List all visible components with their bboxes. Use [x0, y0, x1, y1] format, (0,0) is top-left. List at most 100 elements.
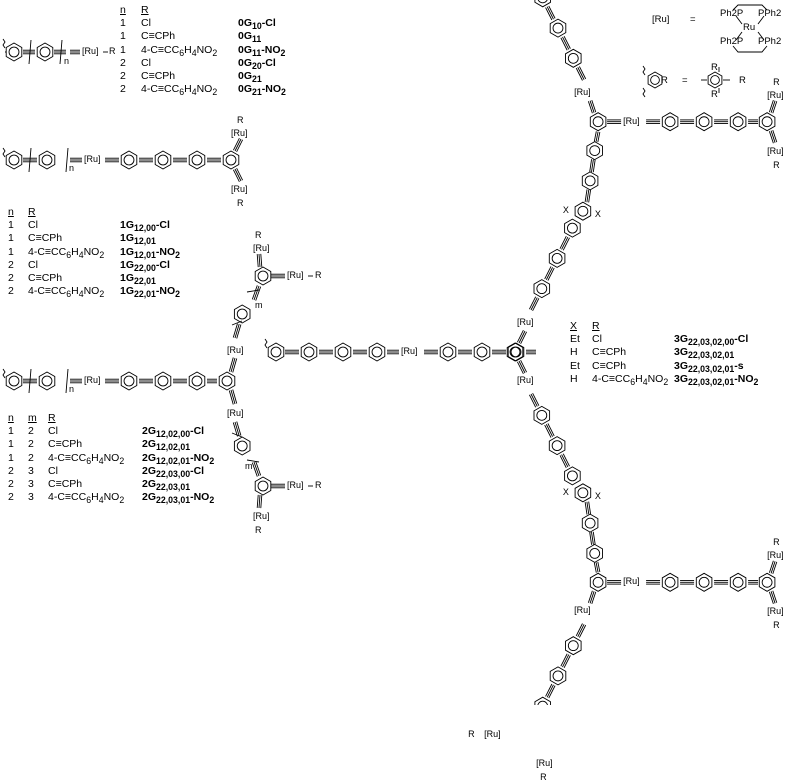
header-r: R: [141, 4, 149, 16]
alkyne-bond: [516, 361, 524, 375]
aromatic-circle: [584, 175, 596, 187]
compound-label: 0G11-NO2: [238, 43, 286, 58]
aromatic-circle: [236, 440, 248, 452]
aromatic-circle: [221, 375, 233, 387]
alkyne-bond: [591, 531, 594, 545]
alkyne-bond: [586, 501, 590, 515]
aromatic-circle: [664, 576, 676, 588]
aromatic-circle: [551, 252, 563, 264]
alkyne-bond: [592, 531, 596, 545]
alkyne-bond: [228, 390, 234, 405]
alkyne-bond: [234, 323, 240, 339]
alkyne-bond: [562, 453, 570, 467]
alkyne-bond: [530, 393, 538, 407]
compound-label: 3G22,03,02,01-NO2: [674, 372, 759, 387]
alkyne-bond: [236, 139, 244, 153]
alkyne-bond: [770, 130, 776, 143]
cell-n: 2: [120, 69, 126, 82]
aromatic-circle: [442, 346, 454, 358]
attachment-point: [2, 147, 6, 158]
aromatic-circle: [761, 576, 773, 588]
aromatic-circle: [732, 576, 744, 588]
ru-label: [Ru]: [767, 550, 784, 561]
aromatic-circle: [337, 346, 349, 358]
repeat-bracket: [65, 147, 69, 173]
compound-label: 3G22,03,02,01: [674, 346, 735, 361]
attachment-point: [642, 65, 646, 76]
compound-label: 0G11: [238, 30, 262, 45]
alkyne-bond: [768, 591, 774, 605]
alkyne-bond: [770, 100, 776, 113]
aromatic-circle: [589, 145, 601, 157]
alkyne-bond: [516, 329, 524, 343]
cell-r: 4-C≡CC6H4NO2: [28, 245, 105, 260]
alkyne-bond: [770, 591, 776, 604]
alkyne-bond: [588, 189, 592, 203]
cell-n: 2: [8, 258, 14, 271]
benzene-ring: [564, 218, 581, 238]
compound-label: 2G22,03,00-Cl: [142, 464, 205, 479]
alkyne-bond: [548, 685, 556, 699]
aromatic-circle: [664, 116, 676, 128]
cell-n: 2: [8, 285, 14, 298]
ru-label: [Ru]: [517, 317, 534, 327]
compound-label: 1G22,00-Cl: [120, 258, 170, 273]
repeat-bracket: [28, 39, 32, 65]
aromatic-circle: [761, 116, 773, 128]
alkyne-bond: [230, 357, 236, 373]
r-label: R: [315, 480, 322, 490]
benzene-ring: [368, 342, 386, 362]
compound-label: 3G22,03,02,00-Cl: [674, 333, 749, 348]
benzene-ring: [38, 150, 56, 170]
cell-n: 2: [120, 83, 126, 96]
compound-label: 0G21-NO2: [238, 83, 286, 98]
alkyne-bond: [770, 561, 776, 574]
aromatic-circle: [191, 154, 203, 166]
ru-label: [Ru]: [253, 243, 270, 253]
alkyne-bond: [255, 286, 262, 301]
branch-ring: [218, 371, 236, 391]
ru-label: [Ru]: [227, 408, 244, 418]
alkyne-bond: [593, 131, 597, 142]
alkyne-bond: [258, 494, 261, 509]
alkyne-bond: [593, 562, 597, 573]
benzene-ring: [154, 150, 172, 170]
x-label: X: [562, 205, 569, 216]
alkyne-bond: [234, 421, 240, 437]
repeat-n: n: [69, 384, 75, 394]
ru-label: [Ru]: [517, 375, 534, 385]
legend-ring: [707, 71, 723, 89]
benzene-ring: [565, 636, 582, 656]
alkyne-bond: [768, 560, 774, 573]
legend-ru-lhs: [Ru]: [652, 14, 670, 25]
branch-ring: [589, 572, 607, 592]
alkyne-bond: [562, 654, 570, 668]
cell-r: Cl: [48, 464, 58, 477]
alkyne-bond: [255, 461, 262, 476]
alkyne-bond: [547, 267, 555, 281]
repeat-bracket: [59, 39, 63, 65]
cell-r: C≡CPh: [28, 271, 63, 284]
aromatic-circle: [536, 283, 548, 295]
r-label: R: [255, 525, 262, 535]
legend-aryl-r-bottom: R: [711, 89, 718, 100]
alkyne-bond: [230, 389, 236, 405]
benzene-ring: [581, 171, 599, 191]
aromatic-circle: [698, 116, 710, 128]
attachment-point: [642, 87, 646, 98]
p-ru-bond: [735, 31, 743, 41]
ru-label: [Ru]: [484, 729, 501, 740]
alkyne-bond: [546, 684, 554, 698]
cell-r: Cl: [28, 258, 38, 271]
alkyne-bond: [234, 168, 242, 182]
alkyne-bond: [578, 624, 587, 638]
aromatic-circle: [191, 375, 203, 387]
aromatic-circle: [41, 154, 53, 166]
benzene-ring: [533, 405, 551, 425]
benzene-ring: [36, 42, 54, 62]
structure-drawing: [2, 0, 778, 705]
compound-label: 0G21: [238, 69, 262, 85]
alkyne-bond: [584, 501, 588, 515]
cell-r: C≡CPh: [592, 359, 627, 372]
alkyne-bond: [562, 237, 570, 251]
